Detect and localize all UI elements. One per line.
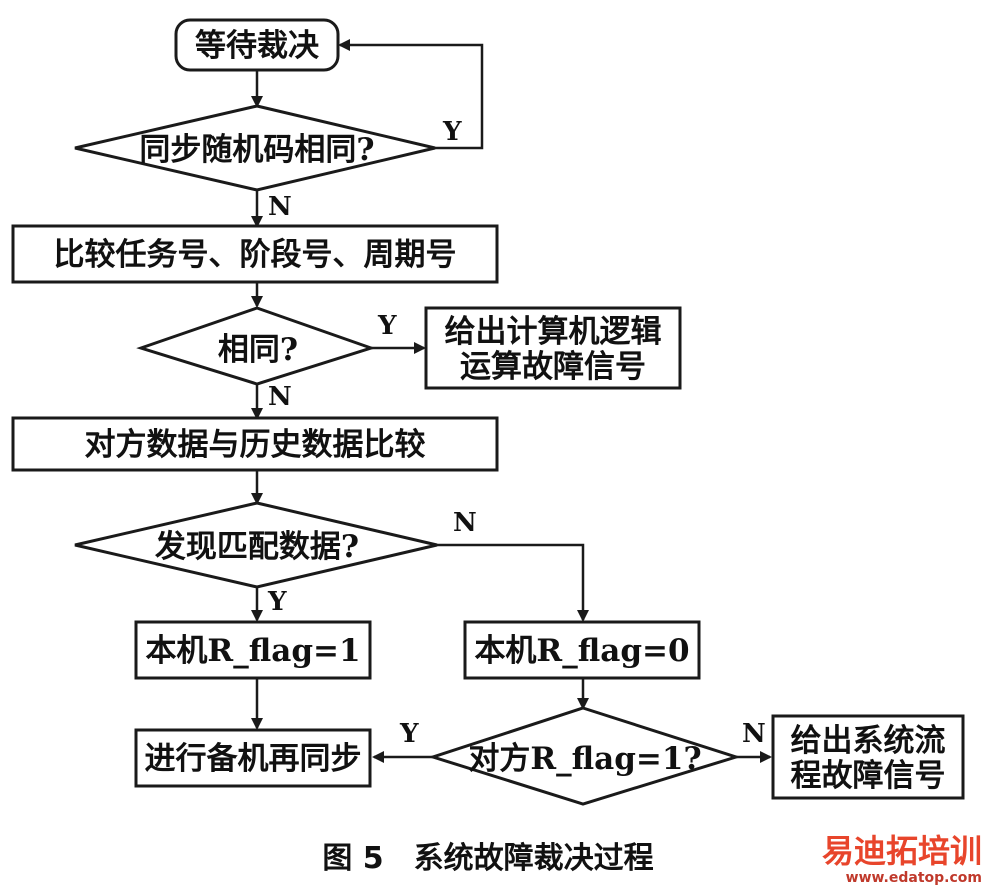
label-peer-yes: Y [399,719,419,749]
node-match-question-label: 发现匹配数据? [154,529,359,565]
label-same-no: N [268,382,292,412]
node-logic-fault-line2: 运算故障信号 [460,349,646,385]
edge-sync-yes-loop [338,39,484,150]
label-match-no: N [453,508,477,538]
label-same-yes: Y [377,311,397,341]
node-sync-question: 同步随机码相同? [74,104,436,192]
watermark-logo-text: 易迪拓培训 [822,832,982,870]
node-sync-question-label: 同步随机码相同? [139,132,374,168]
label-sync-yes: Y [442,117,462,147]
node-compare-history: 对方数据与历史数据比较 [11,416,499,472]
label-match-yes: Y [267,587,287,617]
node-peer-question: 对方R_flag=1? [428,706,742,806]
node-same-question-label: 相同? [218,332,298,368]
node-resync-label: 进行备机再同步 [145,741,362,777]
watermark-logo: 易迪拓培训 www.edatop.com [822,832,982,886]
node-compare-history-label: 对方数据与历史数据比较 [85,427,426,463]
node-flag-one: 本机R_flag=1 [134,620,372,680]
edge-match-no [437,543,589,622]
node-flow-fault: 给出系统流 程故障信号 [771,714,965,800]
label-sync-no: N [268,192,292,222]
node-flag-zero: 本机R_flag=0 [463,620,701,680]
node-match-question: 发现匹配数据? [74,501,438,589]
node-wait-label: 等待裁决 [195,28,319,64]
node-compare-task: 比较任务号、阶段号、周期号 [11,224,499,284]
node-logic-fault: 给出计算机逻辑 运算故障信号 [424,306,682,390]
label-peer-no: N [742,719,766,749]
node-resync: 进行备机再同步 [134,728,372,788]
node-compare-task-label: 比较任务号、阶段号、周期号 [54,237,457,273]
figure-caption: 图 5 系统故障裁决过程 [322,841,653,876]
node-flag-one-label: 本机R_flag=1 [145,633,360,669]
node-peer-question-label: 对方R_flag=1? [468,741,701,777]
node-wait: 等待裁决 [174,18,340,72]
node-flow-fault-line1: 给出系统流 [791,723,946,759]
node-logic-fault-line1: 给出计算机逻辑 [445,314,662,350]
node-flag-zero-label: 本机R_flag=0 [474,633,689,669]
watermark-url-text: www.edatop.com [846,870,982,886]
node-flow-fault-line2: 程故障信号 [791,758,946,794]
node-same-question: 相同? [136,306,376,386]
